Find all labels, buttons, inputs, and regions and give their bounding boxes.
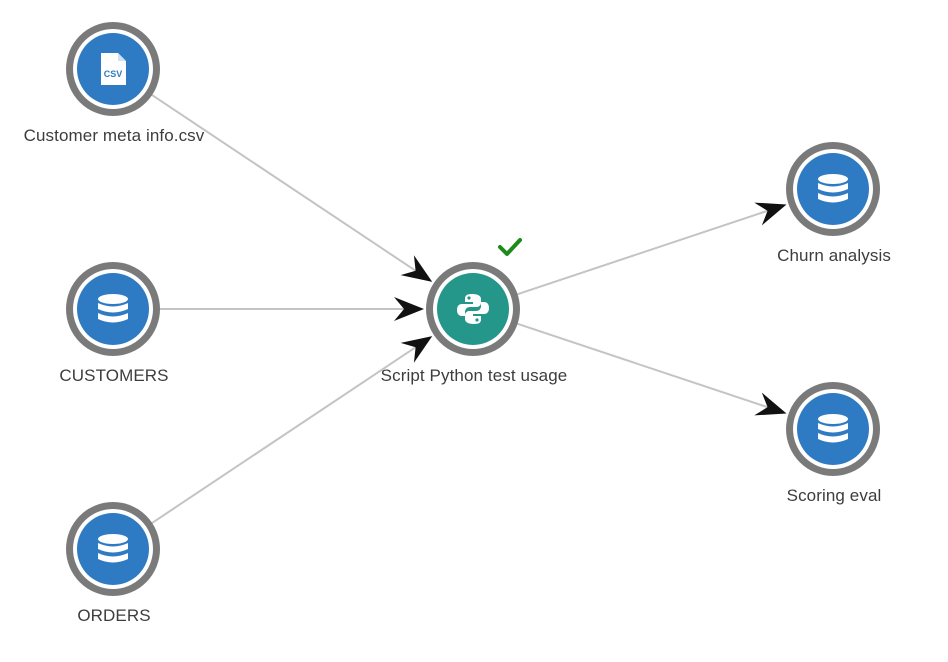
edge-script-python-test-usage-to-churn-analysis <box>515 207 774 296</box>
node-scoring-eval[interactable] <box>786 382 880 476</box>
node-label-customer-meta-csv: Customer meta info.csv <box>23 126 205 145</box>
svg-text:CSV: CSV <box>104 69 123 79</box>
node-label-orders: ORDERS <box>77 606 151 625</box>
csv-file-icon: CSV <box>101 53 126 85</box>
node-python-recipe[interactable] <box>426 262 520 356</box>
node-label-customers: CUSTOMERS <box>59 366 169 385</box>
database-icon <box>98 294 128 323</box>
node-label-scoring-eval: Scoring eval <box>786 486 882 505</box>
database-icon <box>98 534 128 563</box>
node-customers[interactable] <box>66 262 160 356</box>
arrowhead-script-python-test-usage-to-churn-analysis <box>754 202 787 226</box>
edge-orders-to-script-python-test-usage <box>149 343 422 525</box>
edge-script-python-test-usage-to-scoring-eval <box>515 322 774 411</box>
node-orders[interactable] <box>66 502 160 596</box>
arrowhead-orders-to-script-python-test-usage <box>400 336 433 363</box>
python-icon <box>457 294 489 324</box>
node-churn-analysis[interactable] <box>786 142 880 236</box>
database-icon <box>818 174 848 203</box>
node-label-python-recipe: Script Python test usage <box>380 366 568 385</box>
edge-customer-meta-info-csv-to-script-python-test-usage <box>149 93 422 275</box>
success-check-icon <box>498 238 522 256</box>
node-customer-meta-csv[interactable]: CSV <box>66 22 160 116</box>
arrowhead-customer-meta-info-csv-to-script-python-test-usage <box>400 255 433 282</box>
database-icon <box>818 414 848 443</box>
arrowhead-script-python-test-usage-to-scoring-eval <box>754 392 787 416</box>
node-label-churn-analysis: Churn analysis <box>777 246 891 265</box>
arrowhead-customers-to-script-python-test-usage <box>394 297 424 321</box>
